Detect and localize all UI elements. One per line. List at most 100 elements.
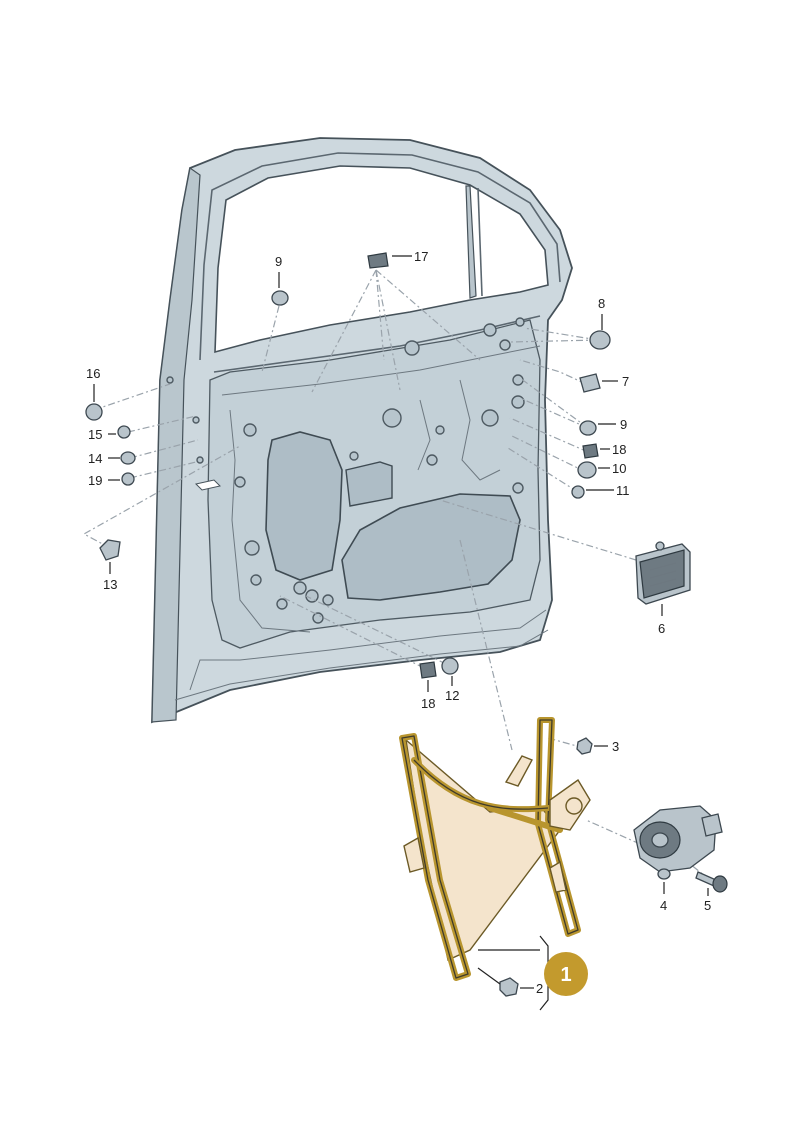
panel-hole — [196, 456, 204, 464]
aperture-small — [345, 461, 393, 507]
panel-hole — [322, 594, 334, 606]
callout-18-bottom: 18 — [421, 696, 435, 711]
leader-18-right — [509, 417, 589, 453]
leader-17 — [311, 269, 481, 393]
motor-mount — [657, 868, 671, 880]
panel-hole — [404, 340, 420, 356]
aperture-left — [265, 431, 343, 581]
leader-10 — [511, 435, 587, 473]
callout-7: 7 — [622, 374, 629, 389]
leader-4 — [585, 819, 641, 845]
motor-4 — [633, 805, 723, 880]
badge-circle — [544, 952, 588, 996]
grommet-19 — [121, 472, 135, 486]
leader-18-bottom — [279, 595, 425, 669]
badge-number: 1 — [560, 964, 571, 986]
callout-3: 3 — [612, 739, 619, 754]
window-frame-inner-line — [199, 152, 561, 361]
waist-rail-lower — [221, 345, 541, 396]
leader-14 — [129, 439, 199, 459]
panel-hole — [312, 612, 324, 624]
grommet-15 — [117, 425, 131, 439]
callout-19: 19 — [88, 473, 102, 488]
callout-11: 11 — [616, 483, 630, 498]
regulator-pulley — [565, 797, 583, 815]
plug-11 — [571, 485, 585, 499]
callout-arrows — [93, 255, 709, 989]
callout-14: 14 — [88, 451, 102, 466]
panel-hole — [512, 374, 524, 386]
callout-16: 16 — [86, 366, 100, 381]
plug-8 — [589, 330, 611, 350]
cap-7 — [579, 373, 601, 393]
pad-17 — [367, 252, 389, 269]
callout-8: 8 — [598, 296, 605, 311]
callout-10: 10 — [612, 461, 626, 476]
panel-hole — [293, 581, 307, 595]
plug-10 — [577, 461, 597, 479]
leader-9-top — [261, 305, 280, 373]
regulator-left-rail-edge — [401, 735, 469, 979]
waist-rail — [213, 315, 541, 373]
regulator-clip — [403, 836, 425, 873]
callout-6: 6 — [658, 621, 665, 636]
callout-17: 17 — [414, 249, 428, 264]
leader-19 — [129, 461, 197, 479]
part-badge-1: 1 — [544, 952, 588, 996]
panel-hole — [499, 339, 511, 351]
leader-12 — [305, 595, 447, 665]
plug-9-right — [579, 420, 597, 436]
leader-9-right — [519, 377, 589, 429]
regulator-clip-lower — [549, 860, 567, 893]
leader-16 — [93, 383, 171, 411]
callout-4: 4 — [660, 898, 667, 913]
panel-hole — [481, 409, 499, 427]
panel-hole — [382, 408, 402, 428]
nut-3 — [576, 737, 593, 755]
door-shell — [151, 137, 573, 724]
leader-8 — [509, 327, 599, 343]
plug-12 — [441, 657, 459, 675]
control-unit-connector — [655, 541, 665, 551]
panel-hole — [511, 395, 525, 409]
panel-hole — [243, 423, 257, 437]
callout-9-right: 9 — [620, 417, 627, 432]
callout-18-right: 18 — [612, 442, 626, 457]
panel-hole — [512, 482, 524, 494]
aperture-bottom — [341, 493, 521, 601]
panel-hole — [234, 476, 246, 488]
pad-18-bottom — [419, 661, 437, 679]
leader-11 — [507, 447, 579, 493]
door-left-edge — [151, 166, 201, 723]
window-division-edge — [477, 187, 483, 297]
panel-hole — [276, 598, 288, 610]
callout-15: 15 — [88, 427, 102, 442]
pad-18-right — [582, 443, 599, 459]
stopper-13 — [99, 539, 121, 561]
callout-12: 12 — [445, 688, 459, 703]
panel-hole — [192, 416, 200, 424]
panel-hole — [244, 540, 260, 556]
panel-hole — [305, 589, 319, 603]
callout-13: 13 — [103, 577, 117, 592]
panel-hole — [250, 574, 262, 586]
window-regulator-1 — [399, 717, 591, 981]
callout-9-top: 9 — [275, 254, 282, 269]
leader-1 — [459, 539, 513, 751]
leader-15 — [127, 415, 197, 433]
panel-hole — [483, 323, 497, 337]
plug-16 — [85, 403, 103, 421]
door-handle-slot — [195, 479, 221, 491]
motor-gear-hub — [651, 832, 669, 848]
plug-9-top — [271, 290, 289, 306]
leader-7 — [519, 359, 587, 385]
callout-numbers: 17 9 8 7 9 18 10 11 16 15 14 19 13 6 18 … — [86, 249, 711, 996]
panel-hole — [435, 425, 445, 435]
motor-connector — [701, 813, 723, 837]
leader-lines — [82, 269, 711, 881]
screw-5-head — [712, 875, 728, 893]
lower-sill-line — [174, 629, 549, 701]
nut-2 — [499, 977, 519, 997]
panel-contour — [229, 379, 501, 633]
